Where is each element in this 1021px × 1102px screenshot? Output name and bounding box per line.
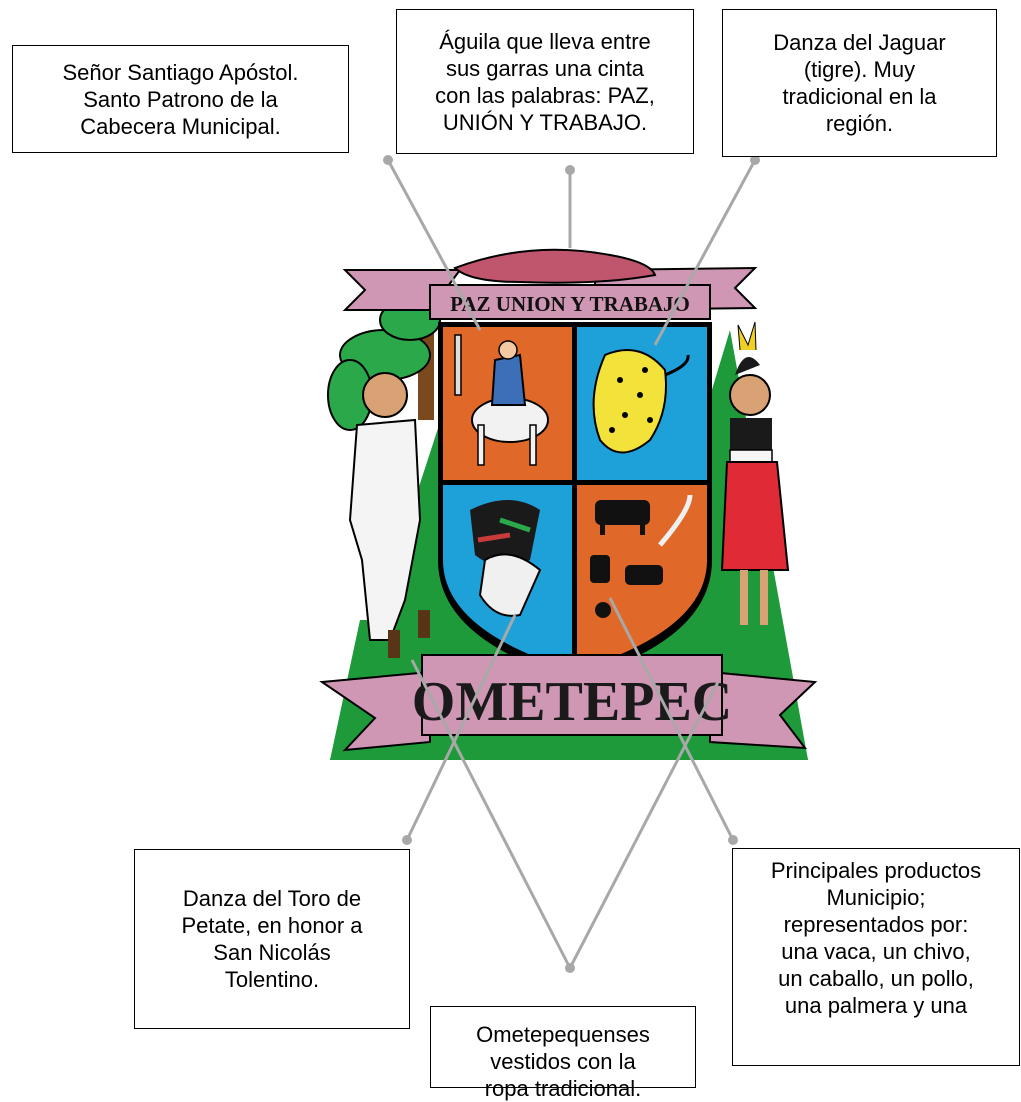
callout-aguila-text: Águila que lleva entre sus garras una ci… bbox=[435, 28, 655, 135]
toro-petate-icon bbox=[470, 500, 542, 617]
callout-jaguar: Danza del Jaguar (tigre). Muy tradiciona… bbox=[722, 9, 997, 157]
municipality-name: OMETEPEC bbox=[412, 671, 732, 733]
callout-productos: Principales productos Municipio; represe… bbox=[732, 848, 1020, 1066]
motto-banner bbox=[429, 284, 711, 320]
connector-santiago bbox=[386, 159, 482, 331]
name-ribbon bbox=[319, 654, 818, 752]
callout-toro-text: Danza del Toro de Petate, en honor a San… bbox=[181, 886, 363, 992]
jaguar-icon bbox=[592, 349, 690, 454]
callout-ometepequenses-text: Ometepequenses vestidos con la ropa trad… bbox=[476, 1022, 650, 1101]
rider-icon bbox=[454, 334, 549, 466]
callout-jaguar-text: Danza del Jaguar (tigre). Muy tradiciona… bbox=[773, 30, 946, 136]
callout-aguila: Águila que lleva entre sus garras una ci… bbox=[396, 9, 694, 154]
man-figure-icon bbox=[348, 372, 430, 658]
connector-productos bbox=[608, 597, 735, 841]
callout-santiago: Señor Santiago Apóstol. Santo Patrono de… bbox=[12, 45, 349, 153]
connector-dots bbox=[383, 155, 760, 973]
callout-productos-text: Principales productos Municipio; represe… bbox=[770, 858, 982, 1018]
connector-jaguar bbox=[653, 159, 757, 346]
connector-ometepequenses-right bbox=[568, 681, 720, 969]
callout-toro: Danza del Toro de Petate, en honor a San… bbox=[134, 849, 410, 1029]
connector-toro bbox=[405, 614, 517, 841]
callout-ometepequenses: Ometepequenses vestidos con la ropa trad… bbox=[430, 1006, 696, 1101]
motto-text: PAZ UNION Y TRABAJO bbox=[450, 292, 690, 316]
woman-figure-icon bbox=[720, 321, 790, 625]
callout-santiago-text: Señor Santiago Apóstol. Santo Patrono de… bbox=[62, 59, 299, 139]
connector-ometepequenses-left bbox=[410, 659, 572, 969]
shield bbox=[438, 322, 712, 680]
animals-icon bbox=[590, 494, 693, 618]
connectors bbox=[386, 159, 757, 969]
